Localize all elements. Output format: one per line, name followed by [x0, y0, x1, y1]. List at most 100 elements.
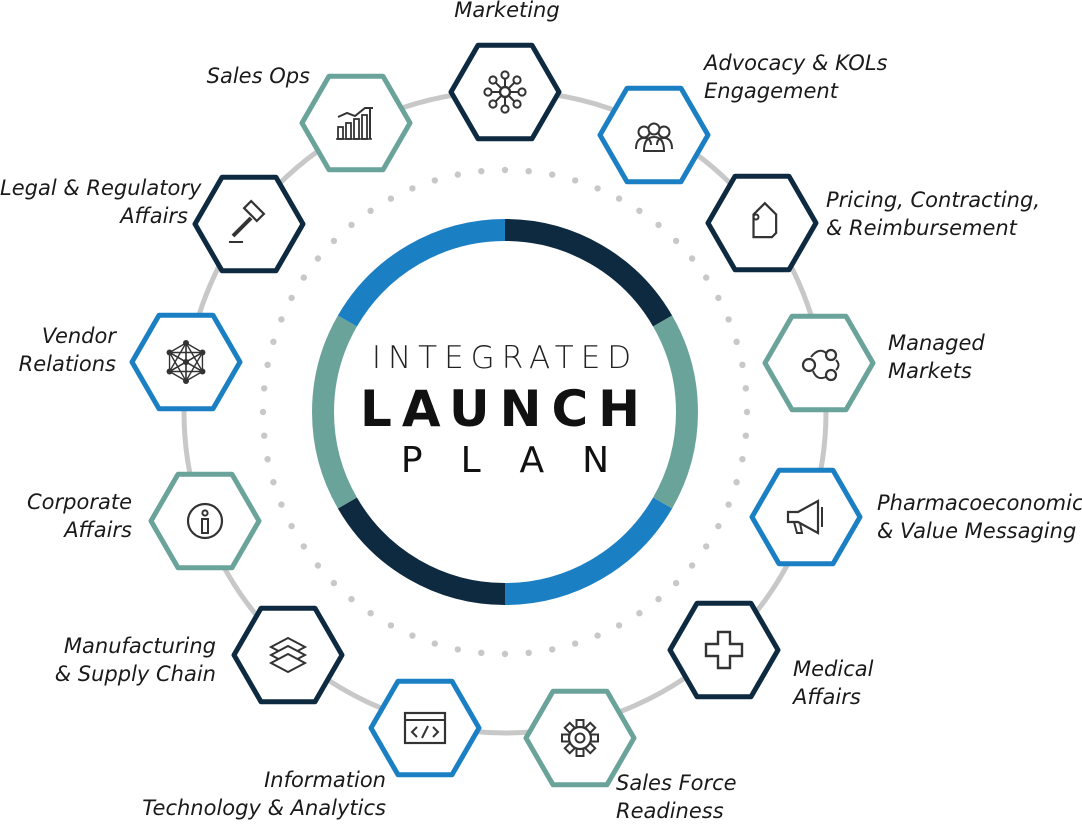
ring-dot	[300, 543, 307, 550]
medical-cross-icon	[704, 630, 744, 670]
ring-dot	[264, 361, 271, 368]
group-icon	[635, 122, 673, 152]
hexagon-managed	[762, 313, 876, 413]
ring-dot	[278, 316, 285, 323]
ring-dot	[615, 622, 623, 629]
center-ring-segment	[337, 219, 506, 327]
cycle-icon	[801, 348, 840, 382]
ring-dot	[288, 294, 295, 302]
hexagon-corporate	[148, 471, 262, 571]
ring-dot	[278, 501, 285, 508]
ring-dot	[431, 640, 438, 647]
ring-dot	[454, 646, 461, 653]
ring-dot	[672, 579, 680, 587]
ring-dot	[572, 640, 579, 647]
ring-dot	[742, 385, 749, 392]
label-pharmaco: Pharmacoeconomics& Value Messaging	[877, 491, 1082, 543]
info-icon	[186, 502, 224, 540]
ring-dot	[431, 177, 438, 184]
ring-dot	[314, 255, 322, 262]
ring-dot	[703, 543, 710, 550]
ring-dot	[743, 408, 751, 416]
gear-icon	[561, 719, 599, 757]
ring-dot	[387, 622, 395, 629]
ring-dot	[688, 562, 696, 569]
ring-dot	[725, 316, 732, 323]
network-hub-icon	[483, 70, 527, 114]
ring-dot	[525, 168, 532, 175]
hexagon-salesforce	[523, 688, 637, 788]
hexagon-advocacy	[597, 85, 711, 185]
ring-dot	[725, 501, 732, 508]
hexagon-legal	[192, 174, 306, 274]
hexagon-marketing	[448, 42, 562, 142]
ring-dot	[409, 185, 416, 192]
ring-dot	[703, 274, 710, 281]
ring-dot	[501, 650, 509, 658]
code-window-icon	[403, 711, 447, 745]
layers-icon	[268, 636, 308, 674]
ring-dot	[387, 195, 395, 202]
ring-dot	[288, 522, 295, 530]
ring-dot	[672, 237, 680, 245]
ring-dot	[300, 274, 307, 281]
price-tag-icon	[752, 201, 778, 239]
hexagon-medical	[667, 600, 781, 700]
center-ring	[312, 219, 698, 605]
ring-dot	[733, 338, 740, 345]
center-title-integrated: INTEGRATED	[371, 340, 639, 376]
hexagon-nodes	[129, 42, 876, 788]
hexagon-infotech	[368, 678, 482, 778]
ring-dot	[594, 632, 601, 639]
ring-dot	[615, 195, 623, 202]
ring-dot	[478, 649, 485, 656]
ring-dot	[409, 632, 416, 639]
center-ring-segment	[337, 497, 506, 605]
ring-dot	[367, 207, 374, 214]
ring-dot	[572, 177, 579, 184]
label-manufacturing: Manufacturing& Supply Chain	[54, 634, 216, 686]
ring-dot	[261, 432, 268, 439]
ring-dot	[501, 166, 509, 174]
ring-dot	[314, 562, 322, 569]
ring-dot	[739, 361, 746, 368]
ring-dot	[454, 171, 461, 178]
ring-dot	[270, 479, 277, 486]
label-marketing: Marketing	[454, 0, 560, 22]
ring-dot	[270, 338, 277, 345]
hexagon-manufacturing	[231, 605, 345, 705]
hexagon-pharmaco	[749, 467, 863, 567]
label-sales-ops: Sales Ops	[206, 64, 310, 88]
ring-dot	[636, 207, 643, 214]
hexagon-vendor	[129, 312, 243, 412]
ring-dot	[594, 185, 601, 192]
ring-dot	[715, 294, 722, 302]
ring-dot	[549, 646, 556, 653]
center-ring-segment	[312, 315, 357, 509]
center-ring-segment	[653, 315, 698, 509]
ring-dot	[330, 237, 338, 245]
dotted-ring	[259, 166, 751, 658]
ring-dot	[478, 168, 485, 175]
ring-dot	[636, 610, 643, 617]
center-ring-segment	[504, 219, 673, 327]
ring-dot	[264, 456, 271, 463]
ring-dot	[715, 522, 722, 530]
gavel-icon	[229, 199, 266, 243]
center-title-launch: LAUNCH	[359, 380, 650, 438]
hexagon-pricing	[705, 173, 819, 273]
ring-dot	[742, 432, 749, 439]
ring-dot	[525, 649, 532, 656]
center-ring-segment	[504, 497, 673, 605]
ring-dot	[259, 408, 267, 416]
